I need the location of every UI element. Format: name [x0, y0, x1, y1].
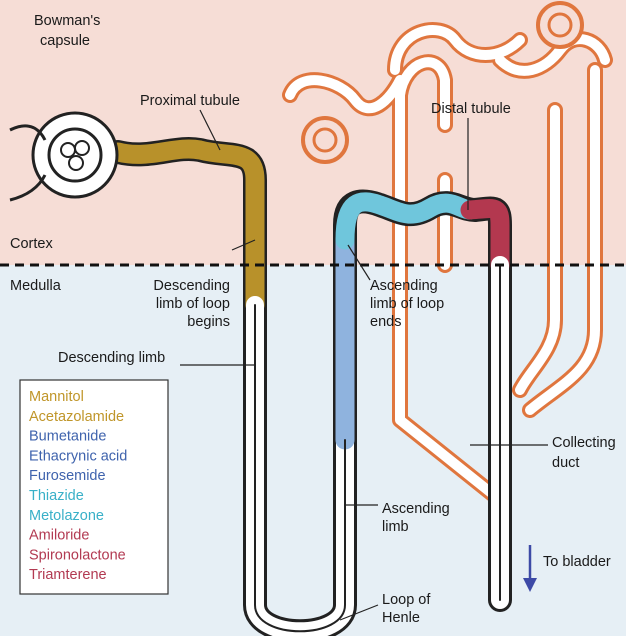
legend-item: Amiloride [29, 528, 89, 544]
legend-item: Furosemide [29, 468, 106, 484]
legend-item: Metolazone [29, 508, 104, 524]
legend-item: Thiazide [29, 488, 84, 504]
descending-limb-begins-label-line3: begins [187, 314, 230, 330]
loop-of-henle-label-line1: Loop of [382, 592, 431, 608]
medulla-label: Medulla [10, 278, 62, 294]
descending-limb-begins-label-line1: Descending [153, 278, 230, 294]
to-bladder-label: To bladder [543, 554, 611, 570]
bowmans-capsule-label-line1: Bowman's [34, 13, 100, 29]
drug-legend: MannitolAcetazolamideBumetanideEthacryni… [20, 380, 168, 594]
legend-item: Triamterene [29, 567, 107, 583]
legend-item: Spironolactone [29, 547, 126, 563]
bowmans-capsule-label-line2: capsule [40, 33, 90, 49]
distal-tubule-label: Distal tubule [431, 101, 511, 117]
ascending-limb-ends-label-line3: ends [370, 314, 401, 330]
loop-of-henle-label-line2: Henle [382, 610, 420, 626]
ascending-limb-ends-label-line1: Ascending [370, 278, 438, 294]
descending-limb-label: Descending limb [58, 350, 165, 366]
descending-limb-begins-label-line2: limb of loop [156, 296, 230, 312]
cortex-label: Cortex [10, 236, 53, 252]
collecting-duct-label-line1: Collecting [552, 435, 616, 451]
legend-item: Acetazolamide [29, 409, 124, 425]
legend-item: Ethacrynic acid [29, 448, 127, 464]
legend-item: Bumetanide [29, 429, 106, 445]
ascending-limb-label-line1: Ascending [382, 501, 450, 517]
legend-item: Mannitol [29, 389, 84, 405]
collecting-duct-label-line2: duct [552, 455, 579, 471]
ascending-limb-ends-label-line2: limb of loop [370, 296, 444, 312]
ascending-limb-label-line2: limb [382, 519, 409, 535]
proximal-tubule-label: Proximal tubule [140, 93, 240, 109]
